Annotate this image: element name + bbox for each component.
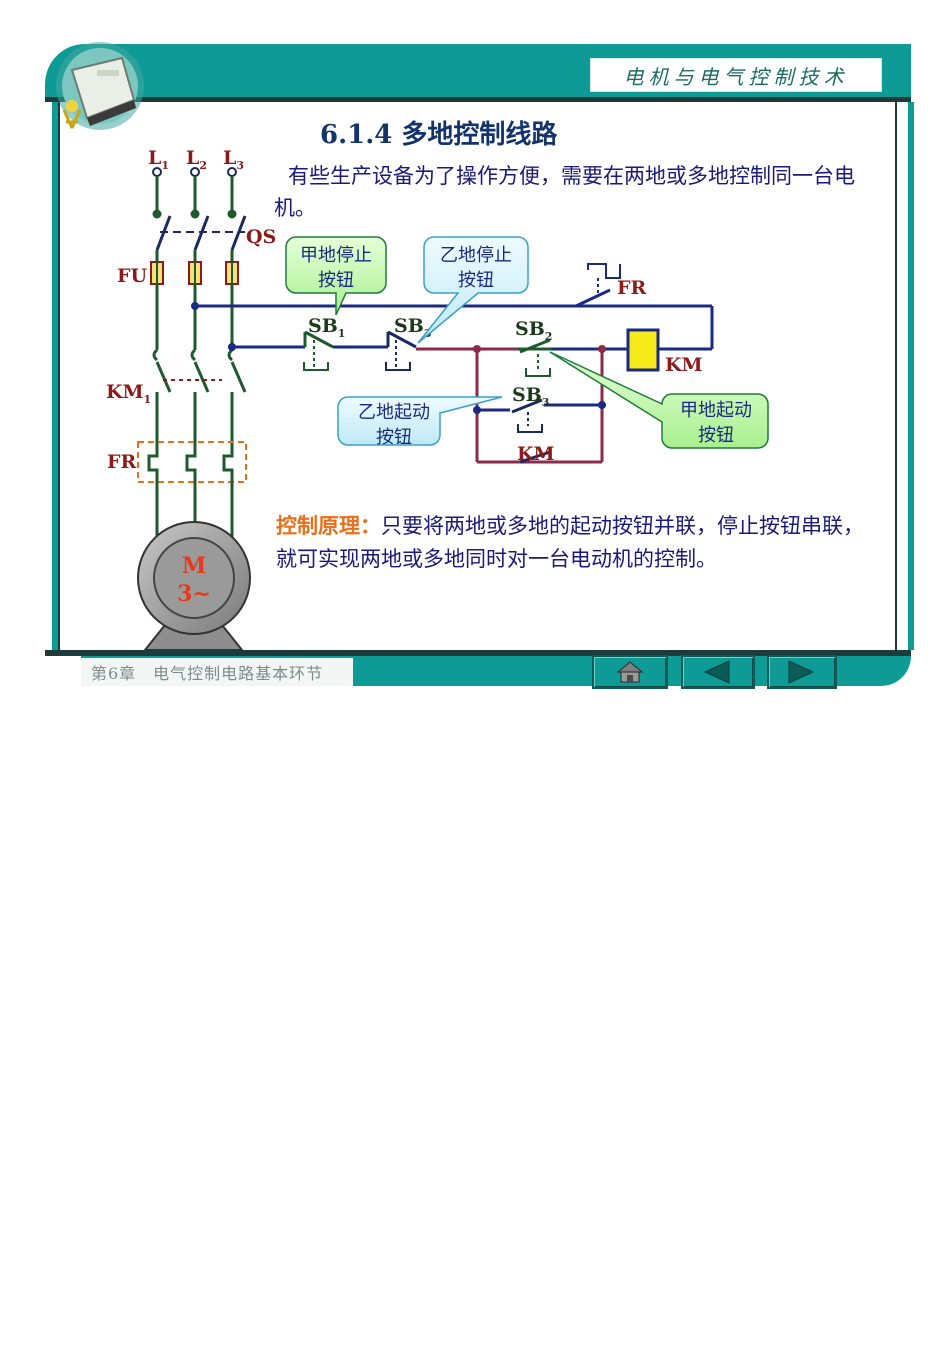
principle-label: 控制原理： <box>276 514 381 538</box>
callout-jia-start-line1: 甲地起动 <box>680 400 752 421</box>
callout-jia-start-line2: 按钮 <box>698 425 734 446</box>
callout-jia-stop <box>285 236 387 316</box>
course-title: 电机与电气控制技术 <box>623 64 849 89</box>
qs-label: QS <box>246 226 276 248</box>
chapter-label: 第6章 电气控制电路基本环节 <box>91 664 324 683</box>
callout-yi-start-line1: 乙地起动 <box>358 402 430 423</box>
home-icon <box>616 661 644 683</box>
motor <box>137 521 251 651</box>
content-frame-inner <box>58 102 897 650</box>
phase-label-3: L3 <box>223 147 244 172</box>
callout-yi-stop <box>417 236 529 344</box>
slide-title: 6.1.4 多地控制线路 <box>320 120 558 150</box>
callout-yi-stop-line2: 按钮 <box>458 270 494 291</box>
prev-arrow-icon <box>703 660 730 684</box>
callout-jia-stop-line2: 按钮 <box>318 270 354 291</box>
km1-label: KM1 <box>106 381 151 406</box>
intro-text: 有些生产设备为了操作方便，需要在两地或多地控制同一台电机。 <box>274 164 855 220</box>
book-logo-icon <box>56 42 144 130</box>
phase-label-1: L1 <box>148 147 169 172</box>
callout-yi-start-line2: 按钮 <box>376 427 412 448</box>
fu-label: FU <box>117 265 147 287</box>
chapter-box: 第6章 电气控制电路基本环节 <box>81 658 353 686</box>
footer-rail <box>45 650 911 656</box>
home-button[interactable] <box>592 655 668 689</box>
fr-main-label: FR <box>107 451 136 473</box>
phase-label-2: L2 <box>186 147 207 172</box>
header-rail <box>45 97 911 102</box>
fr-ctrl-label: FR <box>617 277 646 299</box>
circuit-diagram: M 3~ L1 L2 L3 QS FU KM1 FR <box>106 147 769 651</box>
callout-jia-stop-line1: 甲地停止 <box>300 245 372 266</box>
next-arrow-icon <box>788 660 815 684</box>
footer-corner <box>45 656 81 692</box>
motor-label-1: M <box>182 553 206 579</box>
callout-yi-start <box>337 396 503 446</box>
sb2-label: SB2 <box>515 318 552 343</box>
principle-text: 控制原理：只要将两地或多地的起动按钮并联，停止按钮串联，就可实现两地或多地同时对… <box>276 510 876 576</box>
km-coil <box>626 328 660 372</box>
sb3-start-label: SB3 <box>512 384 549 409</box>
slide: 电机与电气控制技术 6.1.4 多地控制线路 有些生产设备为了操作方便，需要在两… <box>45 42 914 692</box>
sb1-label: SB1 <box>308 315 345 340</box>
km-contact-label: KM <box>517 443 555 465</box>
main-circuit <box>137 167 247 540</box>
callout-jia-start <box>549 351 769 449</box>
callout-yi-stop-line1: 乙地停止 <box>440 245 512 266</box>
motor-label-2: 3~ <box>177 581 211 607</box>
course-title-box: 电机与电气控制技术 <box>590 58 882 92</box>
next-button[interactable] <box>767 655 837 689</box>
prev-button[interactable] <box>681 655 755 689</box>
km-coil-label: KM <box>665 354 703 376</box>
principle-body: 只要将两地或多地的起动按钮并联，停止按钮串联，就可实现两地或多地同时对一台电动机… <box>276 514 864 571</box>
